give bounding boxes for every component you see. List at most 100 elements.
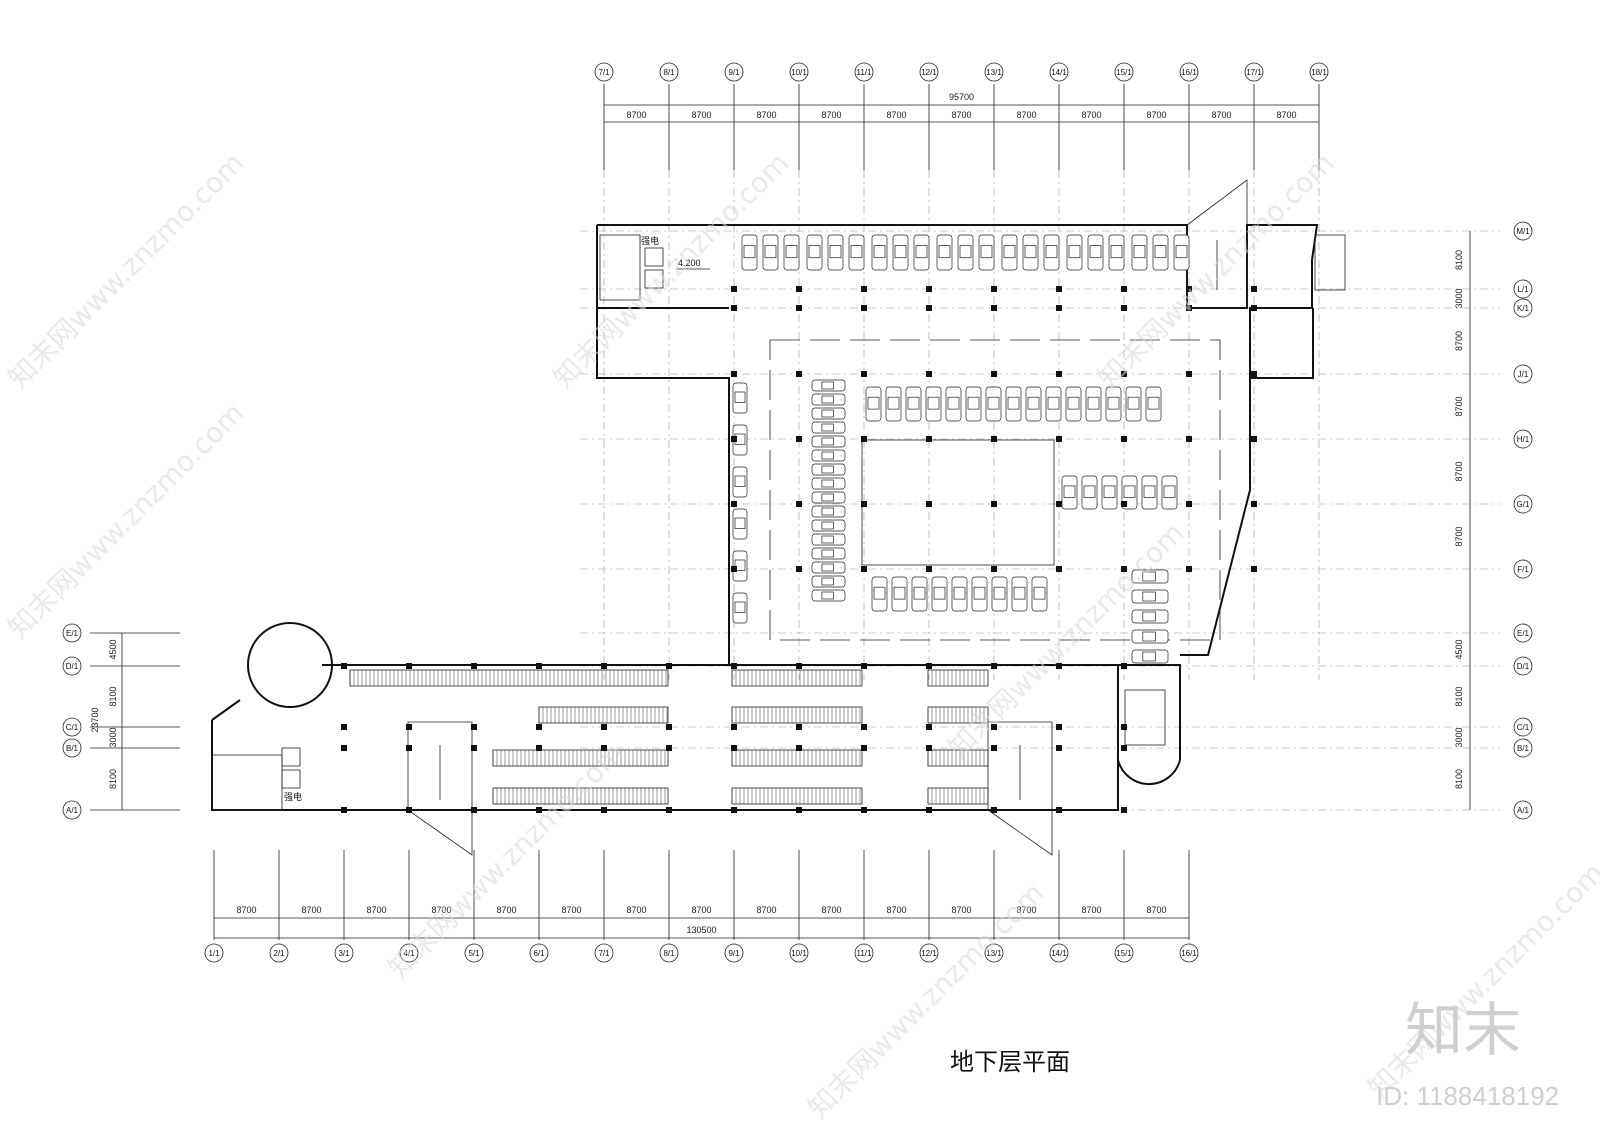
car-roof: [821, 577, 834, 586]
column: [601, 724, 607, 730]
right-axis-bubble: [1513, 221, 1533, 241]
bottom-dim: 8700: [236, 905, 256, 915]
column: [1121, 286, 1127, 292]
bottom-axis-bubble: [1049, 943, 1069, 963]
room-label-north: 强电: [641, 235, 659, 246]
column: [926, 371, 932, 377]
left-dim: 8100: [108, 769, 118, 789]
right-dim: 3000: [1454, 288, 1464, 308]
column: [796, 436, 802, 442]
driveway-loop: [769, 339, 1221, 641]
column: [1056, 436, 1062, 442]
parking-space: [1005, 386, 1022, 422]
right-axis-label: A/1: [1517, 806, 1530, 815]
right-axis-label: B/1: [1517, 744, 1530, 753]
parking-space: [1131, 629, 1169, 644]
column: [406, 807, 412, 813]
column: [666, 663, 672, 669]
bottom-axis-label: 15/1: [1116, 949, 1132, 958]
parking-space: [1011, 576, 1028, 612]
bottom-axis-label: 12/1: [921, 949, 937, 958]
left-axis-bubble: [62, 717, 82, 737]
column: [991, 305, 997, 311]
bottom-dim: 8700: [1081, 905, 1101, 915]
top-dim: 8700: [1146, 110, 1166, 120]
parking-space: [1161, 475, 1178, 510]
parking-space: [848, 234, 865, 271]
column: [861, 305, 867, 311]
column: [1251, 371, 1257, 377]
car-roof: [953, 586, 966, 600]
bottom-axis-bubble: [464, 943, 484, 963]
right-axis-label: G/1: [1517, 500, 1530, 509]
column: [926, 807, 932, 813]
parking-space: [1145, 386, 1162, 422]
bottom-axis-bubble: [1114, 943, 1134, 963]
column: [1056, 724, 1062, 730]
bottom-axis-label: 9/1: [728, 949, 740, 958]
stair-south-east: [1124, 689, 1166, 746]
column: [731, 305, 737, 311]
car-roof: [1127, 396, 1140, 410]
column: [861, 501, 867, 507]
parking-space: [1022, 234, 1039, 271]
right-dim: 3000: [1454, 727, 1464, 747]
parking-space: [827, 234, 844, 271]
car-roof: [821, 409, 834, 418]
right-axis-label: H/1: [1517, 435, 1530, 444]
column: [991, 807, 997, 813]
column: [406, 745, 412, 751]
top-axis-bubble: [919, 62, 939, 82]
parking-row: [927, 749, 989, 767]
left-dim: 3000: [108, 727, 118, 747]
column: [991, 566, 997, 572]
column: [926, 305, 932, 311]
bottom-axis-label: 10/1: [791, 949, 807, 958]
top-dim: 8700: [691, 110, 711, 120]
bottom-dim: 8700: [1016, 905, 1036, 915]
car-roof: [933, 586, 946, 600]
column: [1251, 501, 1257, 507]
watermark-8: 知末网www.znzmo.com: [1362, 856, 1600, 1105]
top-axis-label: 18/1: [1311, 68, 1327, 77]
right-axis-bubble: [1513, 429, 1533, 449]
top-axis-label: 16/1: [1181, 68, 1197, 77]
bottom-dim: 8700: [756, 905, 776, 915]
parking-space: [811, 561, 846, 574]
top-dim: 8700: [886, 110, 906, 120]
car-roof: [1067, 396, 1080, 410]
parking-space: [911, 576, 928, 612]
top-dim: 8700: [1016, 110, 1036, 120]
right-dim: 8700: [1454, 526, 1464, 546]
column: [926, 286, 932, 292]
bottom-dim: 8700: [691, 905, 711, 915]
parking-space: [871, 234, 888, 271]
car-roof: [821, 395, 834, 404]
right-axis-bubble: [1513, 279, 1533, 299]
parking-space: [1131, 589, 1169, 604]
car-roof: [1142, 631, 1156, 642]
top-dim: 8700: [951, 110, 971, 120]
bottom-axis-label: 8/1: [663, 949, 675, 958]
north-east-wall: [1180, 378, 1251, 656]
parking-space: [811, 421, 846, 434]
column: [1056, 566, 1062, 572]
car-roof: [1024, 245, 1037, 259]
top-dim: 8700: [1081, 110, 1101, 120]
car-roof: [821, 535, 834, 544]
top-dim: 8700: [821, 110, 841, 120]
top-dim: 8700: [756, 110, 776, 120]
column: [991, 371, 997, 377]
top-axis-label: 12/1: [921, 68, 937, 77]
parking-space: [1081, 475, 1098, 510]
stair-core-north-west: 强电 4.200: [599, 234, 710, 301]
parking-row-frame: [927, 787, 989, 805]
bottom-dim: 8700: [431, 905, 451, 915]
column: [1186, 371, 1192, 377]
column: [796, 724, 802, 730]
left-axis-label: C/1: [66, 723, 79, 732]
column: [861, 436, 867, 442]
column: [991, 286, 997, 292]
right-axis-bubble: [1513, 364, 1533, 384]
parking-space: [732, 550, 748, 582]
